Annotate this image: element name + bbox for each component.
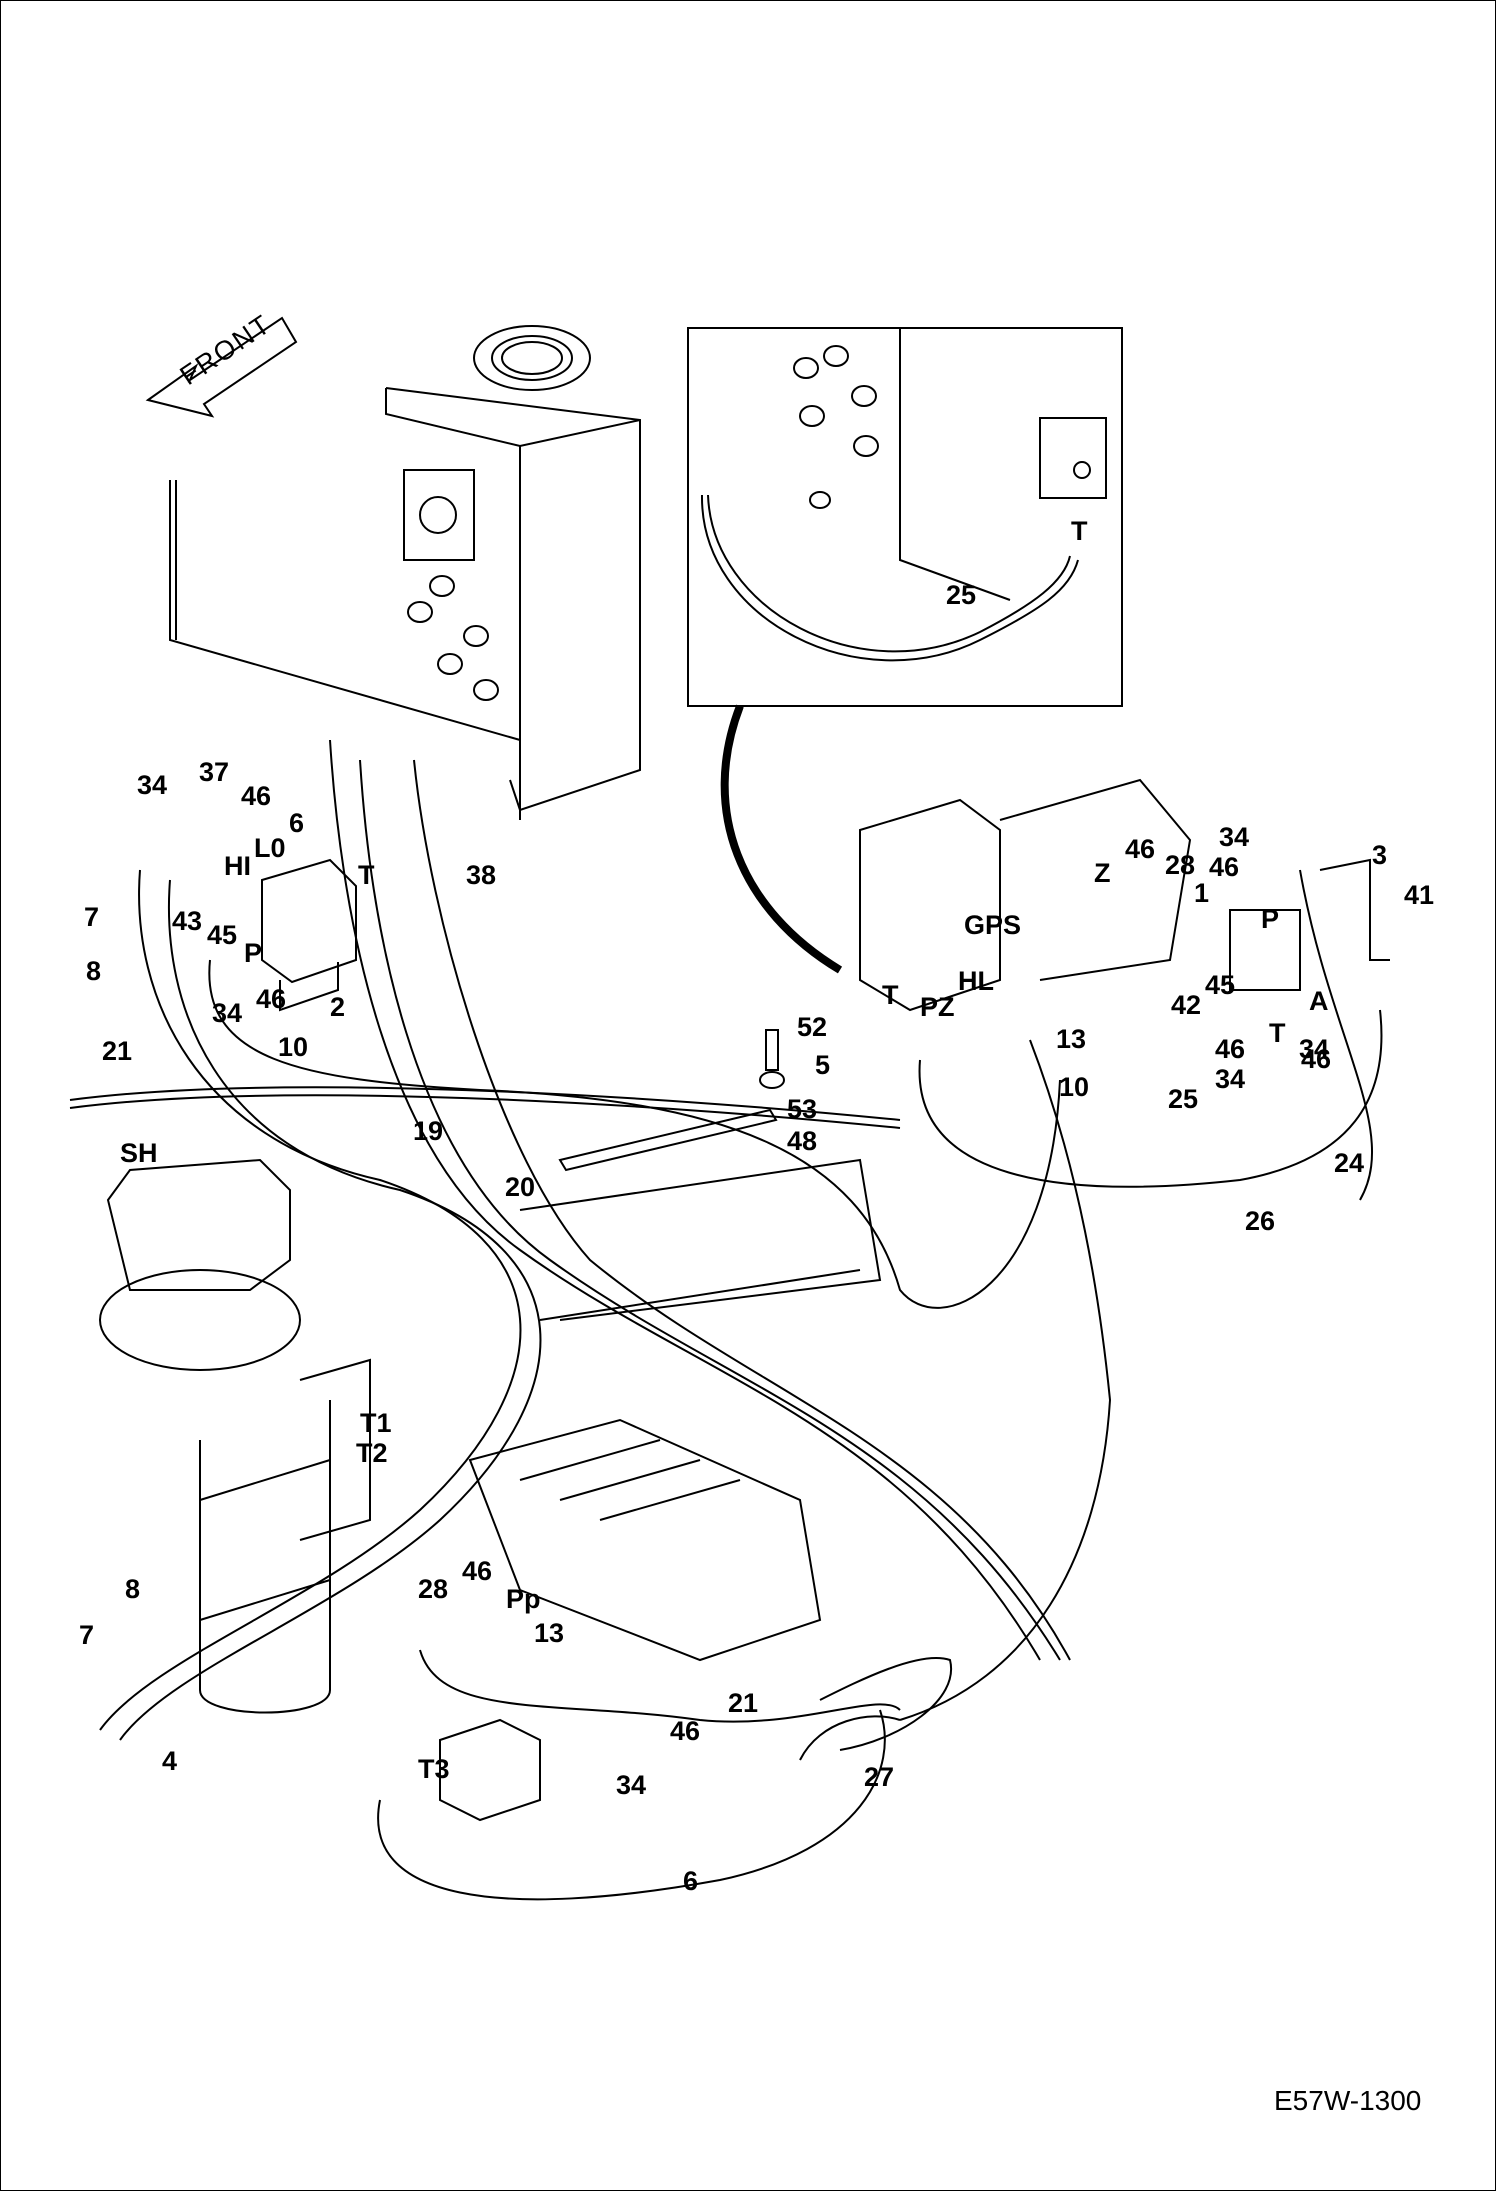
- hose-routing: [69, 739, 1383, 1901]
- callout-c30: 3: [1372, 840, 1387, 870]
- callout-c51: 25: [1168, 1084, 1198, 1114]
- callout-c29: 46: [1209, 852, 1239, 882]
- callout-c17: 21: [102, 1036, 132, 1066]
- callout-c7: T: [358, 860, 375, 890]
- hydraulic-tank: [169, 325, 641, 820]
- callout-c40: HL: [958, 966, 994, 996]
- mounting-strap: [558, 1029, 785, 1172]
- callout-c60: 7: [79, 1620, 94, 1650]
- callout-c47: 46: [1215, 1034, 1245, 1064]
- callout-c6: HI: [224, 851, 251, 881]
- callout-c20: 19: [413, 1116, 443, 1146]
- callout-c32: 46: [1125, 834, 1155, 864]
- callout-c5: L0: [254, 833, 286, 863]
- callout-c52: 24: [1334, 1148, 1364, 1178]
- callout-c18: 10: [278, 1032, 308, 1062]
- callout-c25: 48: [787, 1126, 817, 1156]
- hose-protector: [819, 1657, 953, 1751]
- callout-c59: Pp: [506, 1584, 541, 1614]
- callout-c26: 25: [946, 580, 976, 610]
- drawing-code: E57W-1300: [1274, 2085, 1421, 2116]
- callout-c16: 2: [330, 992, 345, 1022]
- callouts: 34 37 46 6 L0 HI T 38 7 43 45 P 8 34 46 …: [79, 516, 1434, 1896]
- callout-c1: 34: [137, 770, 167, 800]
- frame-member: [519, 1158, 882, 1321]
- callout-c45: 46: [1301, 1044, 1331, 1074]
- callout-c11: 45: [207, 920, 237, 950]
- callout-c38: T: [882, 980, 899, 1010]
- callout-c61: 13: [534, 1618, 564, 1648]
- callout-c66: 34: [616, 1770, 646, 1800]
- callout-c56: 8: [125, 1574, 140, 1604]
- callout-c67: 27: [864, 1762, 894, 1792]
- callout-c48: 34: [1299, 1034, 1329, 1064]
- callout-c50: 10: [1059, 1072, 1089, 1102]
- callout-c33: 28: [1165, 850, 1195, 880]
- callout-c49: 34: [1215, 1064, 1245, 1094]
- callout-c19: SH: [120, 1138, 158, 1168]
- callout-c37: GPS: [964, 910, 1021, 940]
- callout-c15: 46: [256, 984, 286, 1014]
- callout-c39: PZ: [920, 992, 955, 1022]
- callout-c31: 41: [1404, 880, 1434, 910]
- callout-c42: 42: [1171, 990, 1201, 1020]
- callout-c3: 46: [241, 781, 271, 811]
- callout-c34: Z: [1094, 858, 1111, 888]
- callout-c43: 45: [1205, 970, 1235, 1000]
- callout-c27: T: [1071, 516, 1088, 546]
- callout-c23: 5: [815, 1050, 830, 1080]
- callout-c64: 4: [162, 1746, 177, 1776]
- callout-c68: 6: [683, 1866, 698, 1896]
- inset-pointer: [720, 704, 843, 974]
- callout-c58: 46: [462, 1556, 492, 1586]
- callout-c46: T: [1269, 1018, 1286, 1048]
- callout-c2: 37: [199, 757, 229, 787]
- callout-c57: 28: [418, 1574, 448, 1604]
- callout-c9: 7: [84, 902, 99, 932]
- callout-c41: 13: [1056, 1024, 1086, 1054]
- callout-c28: 34: [1219, 822, 1249, 852]
- callout-c35: 1: [1194, 878, 1209, 908]
- callout-c63: 46: [670, 1716, 700, 1746]
- front-arrow: [145, 316, 298, 418]
- callout-c10: 43: [172, 906, 202, 936]
- callout-c65: T3: [418, 1754, 450, 1784]
- callout-c8: 38: [466, 860, 496, 890]
- callout-c22: 52: [797, 1012, 827, 1042]
- solenoid-valve-left: [261, 858, 357, 1012]
- callout-c24: 53: [787, 1094, 817, 1124]
- callout-c54: T1: [360, 1408, 392, 1438]
- callout-c12: P: [244, 938, 262, 968]
- callout-c55: T2: [356, 1438, 388, 1468]
- callout-c44: A: [1309, 986, 1329, 1016]
- pilot-valve-block-right: [859, 778, 1390, 1012]
- callout-c36: P: [1261, 904, 1279, 934]
- block-t3: [439, 1718, 541, 1822]
- callout-c4: 6: [289, 808, 304, 838]
- callout-c13: 8: [86, 956, 101, 986]
- callout-c62: 21: [728, 1688, 758, 1718]
- callout-c14: 34: [212, 998, 242, 1028]
- main-control-valve: [468, 1418, 822, 1662]
- swivel-joint: [99, 1158, 371, 1714]
- callout-c53: 26: [1245, 1206, 1275, 1236]
- callout-c21: 20: [505, 1172, 535, 1202]
- inset-detail: [687, 327, 1123, 707]
